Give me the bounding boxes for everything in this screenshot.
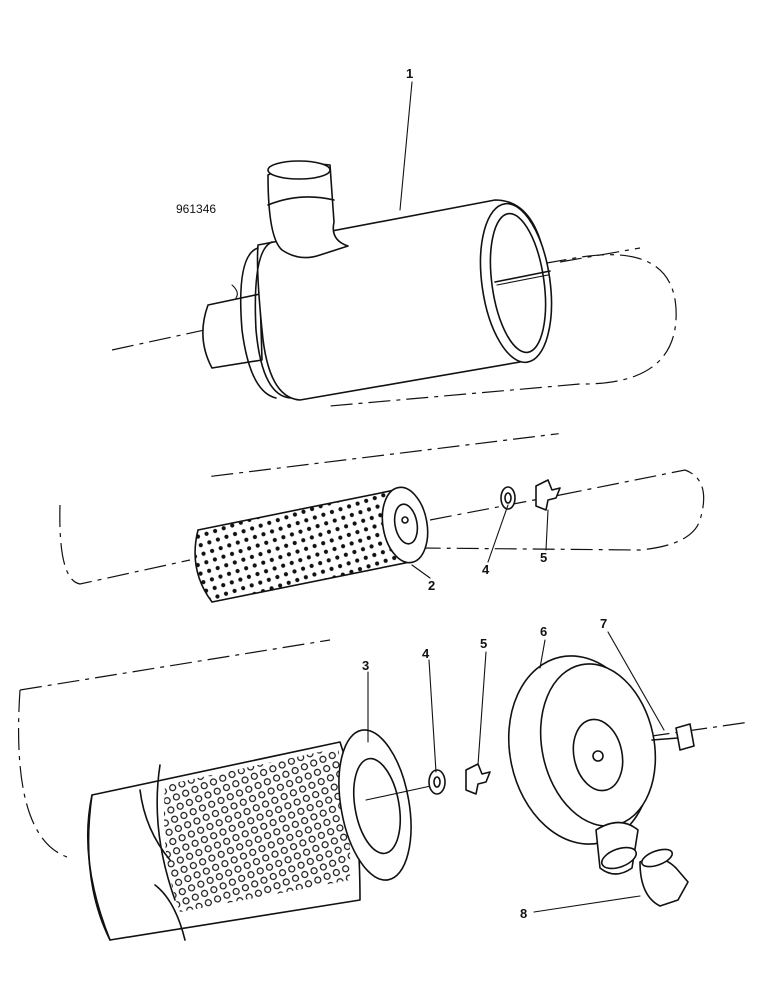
leader-4b [428, 659, 437, 773]
main-element-mesh [164, 748, 351, 912]
main-element-end [338, 729, 412, 881]
inlet-collar [267, 196, 335, 206]
retaining-rod-thread [496, 274, 549, 286]
housing-envelope [329, 254, 677, 407]
callout-1: 1 [406, 66, 413, 81]
lower-envelope-left [17, 689, 71, 859]
fin-2 [139, 789, 171, 861]
safety-element-end [381, 486, 429, 564]
callout-2: 2 [428, 578, 435, 593]
middle-axis-center [429, 494, 561, 521]
cover-center-ring [572, 718, 624, 792]
reference-number: 961346 [176, 202, 216, 216]
safety-element-hub [401, 516, 409, 524]
leader-4a [487, 504, 509, 563]
main-element-axis-stub [365, 783, 441, 801]
callout-7: 7 [600, 616, 607, 631]
vacuator-valve-top [640, 848, 674, 868]
leader-1 [399, 81, 413, 211]
cover-spout-opening [601, 846, 637, 870]
air-cleaner-housing [111, 160, 677, 407]
callout-5a: 5 [540, 550, 547, 565]
safety-element-group [59, 433, 705, 603]
callout-4a: 4 [482, 562, 490, 577]
leader-2 [411, 564, 431, 579]
wing-nut-lower [465, 763, 491, 795]
callout-5b: 5 [480, 636, 487, 651]
dust-cup-cover [507, 655, 657, 875]
leader-lines [367, 81, 665, 913]
main-element-bore [352, 757, 402, 855]
callout-8: 8 [520, 906, 527, 921]
part-8-valve [639, 848, 689, 907]
washer-middle-hole [504, 492, 512, 504]
main-element-group [17, 639, 751, 941]
leader-5a [545, 509, 549, 551]
lower-axis-top [19, 639, 331, 691]
middle-hardware [500, 479, 561, 511]
outlet-tube [202, 293, 263, 369]
middle-envelope-right [419, 469, 705, 551]
callout-6: 6 [540, 624, 547, 639]
bolt-head [675, 723, 695, 751]
bolt-shank [651, 737, 679, 741]
lower-axis-right [609, 721, 751, 743]
housing-end-cover [479, 202, 553, 364]
washer-lower [428, 769, 446, 795]
cover-hub [592, 750, 604, 762]
callout-3: 3 [362, 658, 369, 673]
washer-middle [500, 486, 516, 510]
outlet-tab [231, 284, 238, 299]
part-7-bolt [651, 723, 695, 751]
safety-element-mesh [194, 489, 411, 603]
housing-left-flange [239, 247, 277, 399]
inlet-opening [267, 160, 331, 180]
leader-7 [607, 631, 665, 731]
lower-hardware [428, 763, 491, 795]
housing-left-flange-inner [254, 241, 291, 399]
wing-nut-middle [535, 479, 561, 511]
axis-middle-top [211, 433, 559, 477]
leader-6 [539, 639, 546, 669]
washer-lower-hole [433, 776, 441, 788]
safety-element-bore [393, 503, 419, 545]
leader-8 [533, 895, 641, 913]
housing-end-cover-inner [489, 212, 547, 354]
fin-1 [156, 764, 176, 901]
retaining-rod [494, 270, 551, 283]
callout-4b: 4 [422, 646, 430, 661]
fin-3 [154, 884, 186, 941]
main-element-left-edge [86, 794, 111, 941]
leader-5b [477, 651, 487, 766]
middle-envelope-left [59, 504, 191, 585]
